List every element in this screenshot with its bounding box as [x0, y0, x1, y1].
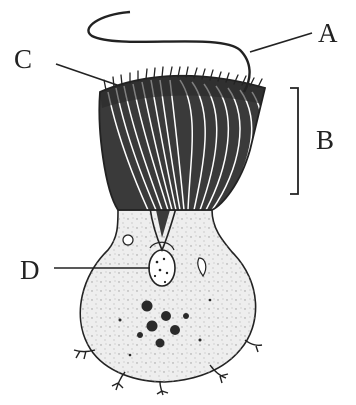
label-a: A: [318, 18, 338, 48]
label-c: C: [14, 44, 32, 74]
leader-line-a: [250, 33, 312, 52]
label-d: D: [20, 255, 40, 285]
label-b: B: [316, 125, 334, 155]
leader-line-c: [56, 64, 120, 86]
bracket-b: [290, 88, 298, 194]
